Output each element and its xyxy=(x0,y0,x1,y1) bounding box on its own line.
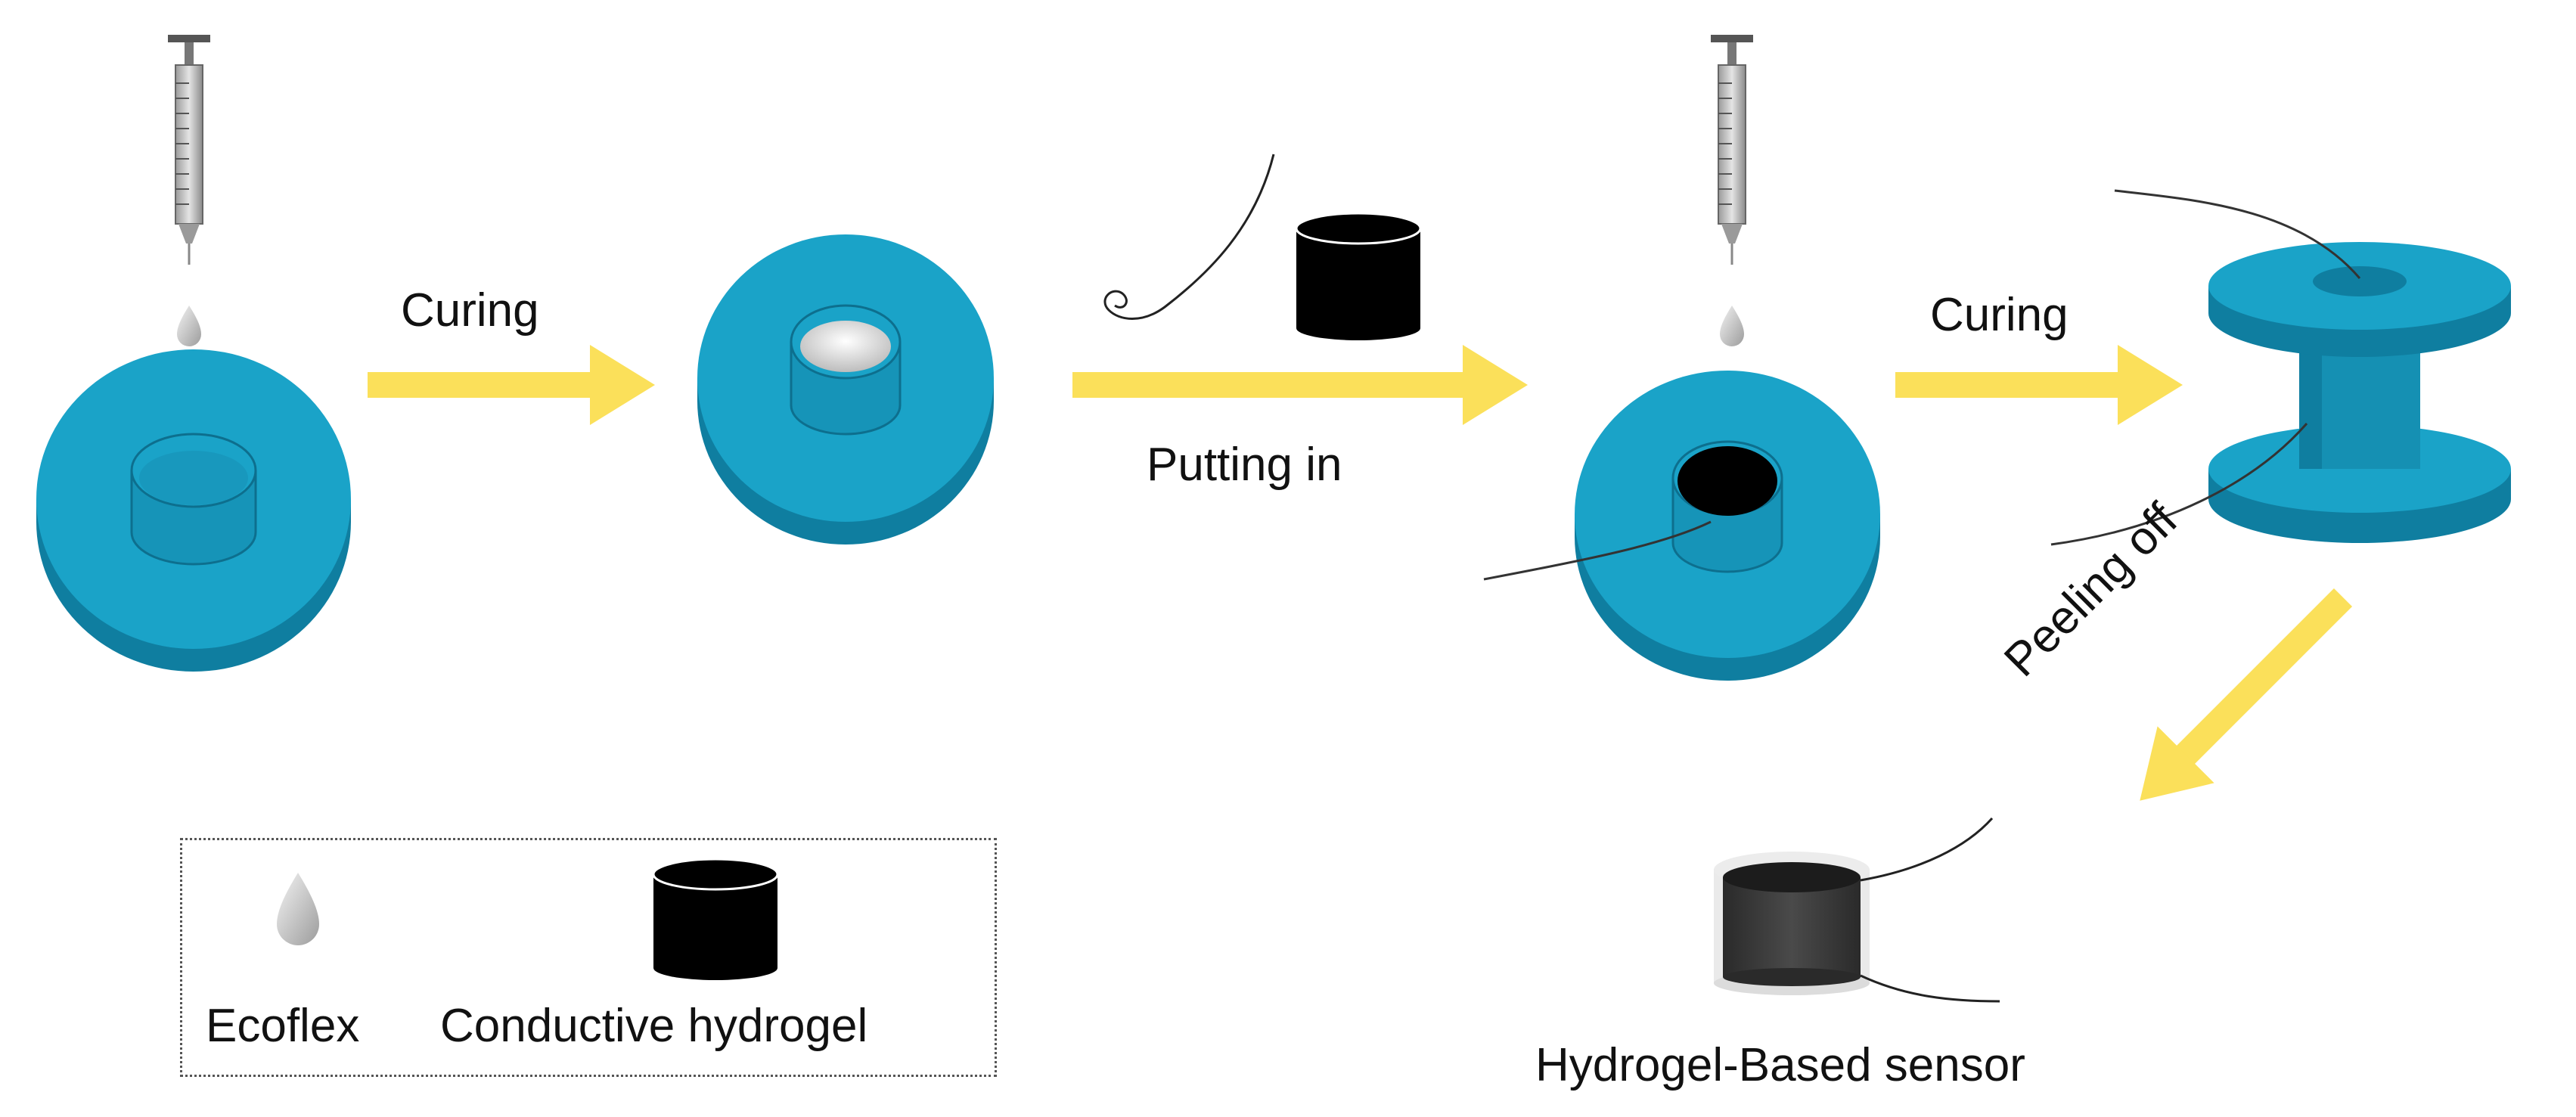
arrow-curing-2 xyxy=(1895,345,2183,425)
legend-hydrogel-cylinder-icon xyxy=(652,858,779,980)
label-curing-1: Curing xyxy=(401,284,539,337)
arrow-curing-1 xyxy=(368,345,655,425)
label-hydrogel-based-sensor: Hydrogel-Based sensor xyxy=(1535,1039,2025,1091)
arrow-putting-in xyxy=(1072,345,1528,425)
hydrogel-in-mold-icon xyxy=(1678,446,1777,516)
cured-ecoflex-icon xyxy=(800,321,891,372)
label-putting-in: Putting in xyxy=(1147,439,1342,491)
syringe-icon-2 xyxy=(1711,35,1753,265)
hydrogel-cylinder-icon xyxy=(1295,212,1422,340)
mold-step2 xyxy=(697,234,994,545)
mold-step3 xyxy=(1483,371,1880,681)
mold-step1 xyxy=(36,349,351,672)
ecoflex-drop-icon-2 xyxy=(1720,306,1744,346)
ecoflex-drop-icon xyxy=(177,306,201,346)
arrow-peeling-off xyxy=(2140,588,2353,801)
legend-ecoflex-drop-icon xyxy=(277,873,319,945)
hydrogel-sensor-icon xyxy=(1714,817,2000,1003)
wire-icon xyxy=(1103,154,1275,320)
label-curing-2: Curing xyxy=(1930,289,2069,341)
legend-label-ecoflex: Ecoflex xyxy=(206,1000,360,1052)
spool-icon xyxy=(2050,189,2511,546)
syringe-icon xyxy=(168,35,210,265)
legend-label-conductive-hydrogel: Conductive hydrogel xyxy=(440,1000,868,1052)
legend-box xyxy=(180,838,997,1077)
